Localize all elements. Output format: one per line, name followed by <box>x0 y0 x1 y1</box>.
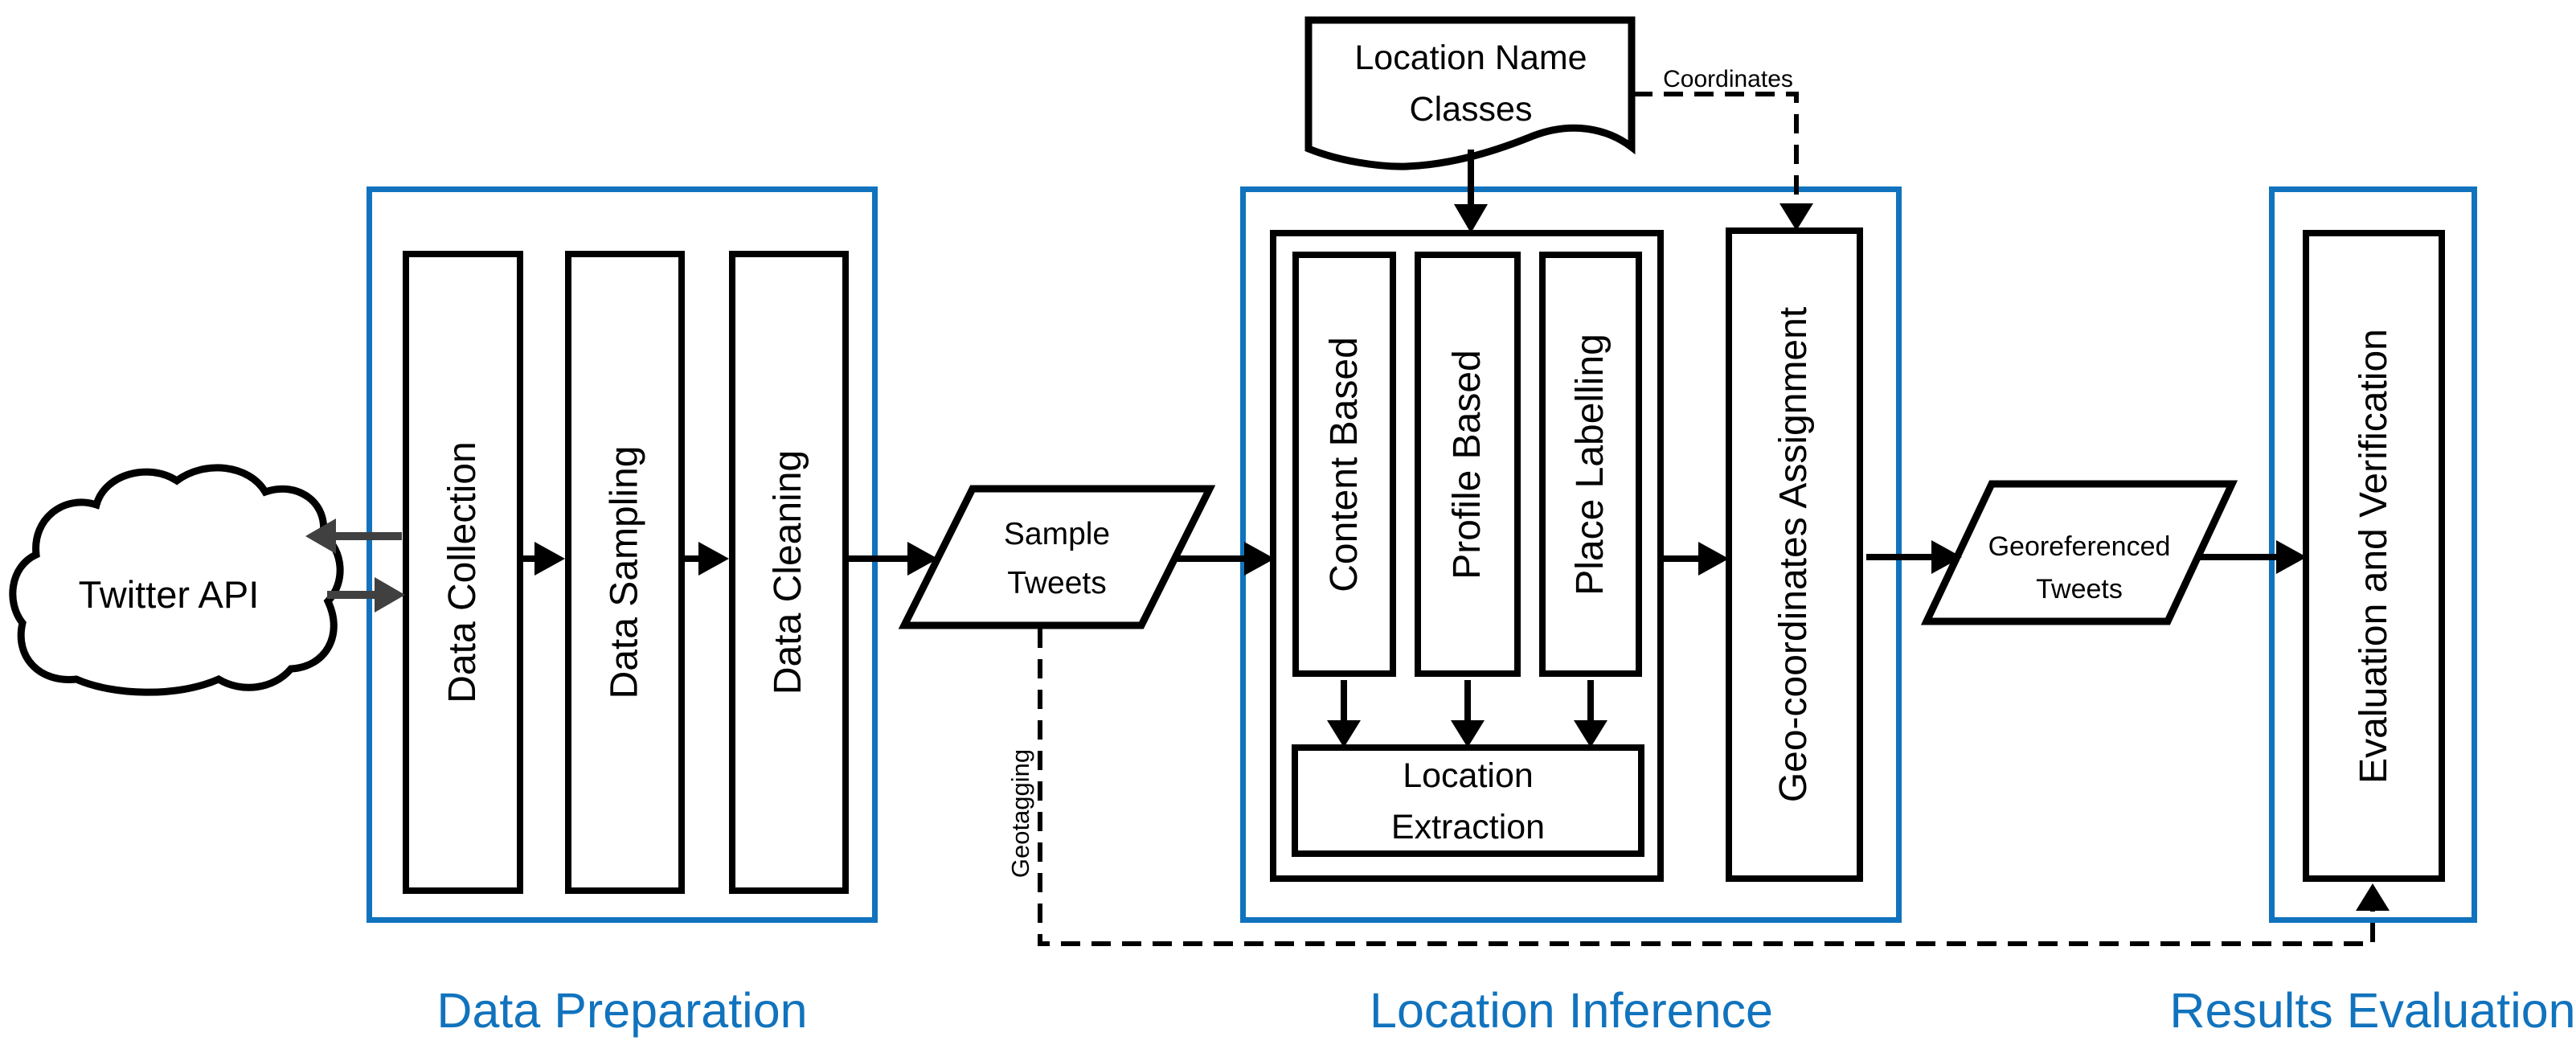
location-name-classes-line1: Location Name <box>1354 39 1587 77</box>
evaluation-verification-label: Evaluation and Verification <box>2352 328 2395 784</box>
sample-tweets-label: Sample Tweets <box>936 510 1177 608</box>
georeferenced-tweets-label: Georeferenced Tweets <box>1945 526 2214 611</box>
profile-based-box: Profile Based <box>1415 252 1521 677</box>
twitter-api-label: Twitter API <box>78 573 260 616</box>
data-preparation-caption: Data Preparation <box>436 983 808 1038</box>
data-cleaning-label: Data Cleaning <box>767 449 810 695</box>
location-name-classes-line2: Classes <box>1409 90 1533 129</box>
data-preparation-frame <box>367 186 878 923</box>
location-extraction-line1: Location <box>1403 756 1534 795</box>
coordinates-edge-label: Coordinates <box>1663 66 1793 92</box>
data-sampling-box: Data Sampling <box>565 251 685 894</box>
georeferenced-tweets-line2: Tweets <box>2036 574 2123 604</box>
geotagging-edge-label: Geotagging <box>1006 748 1034 879</box>
location-name-classes-label: Location Name Classes <box>1309 32 1632 135</box>
data-cleaning-box: Data Cleaning <box>729 251 849 894</box>
sample-tweets-line1: Sample <box>1003 517 1111 551</box>
content-based-label: Content Based <box>1322 336 1366 592</box>
data-sampling-label: Data Sampling <box>603 445 646 699</box>
data-collection-box: Data Collection <box>403 251 523 894</box>
evaluation-verification-box: Evaluation and Verification <box>2303 230 2445 882</box>
place-labelling-label: Place Labelling <box>1569 333 1612 596</box>
results-evaluation-caption: Results Evaluation <box>2169 983 2576 1038</box>
location-extraction-label: Location Extraction <box>1292 750 1644 853</box>
data-collection-label: Data Collection <box>441 441 484 703</box>
place-labelling-box: Place Labelling <box>1539 252 1642 677</box>
geo-coordinates-assignment-label: Geo-coordinates Assignment <box>1772 306 1816 803</box>
location-inference-caption: Location Inference <box>1370 983 1773 1038</box>
georeferenced-tweets-line1: Georeferenced <box>1988 531 2171 562</box>
profile-based-label: Profile Based <box>1446 349 1489 580</box>
sample-tweets-line2: Tweets <box>1007 566 1107 600</box>
location-extraction-line2: Extraction <box>1390 808 1546 846</box>
content-based-box: Content Based <box>1292 252 1396 677</box>
geo-coordinates-assignment-box: Geo-coordinates Assignment <box>1726 227 1863 882</box>
